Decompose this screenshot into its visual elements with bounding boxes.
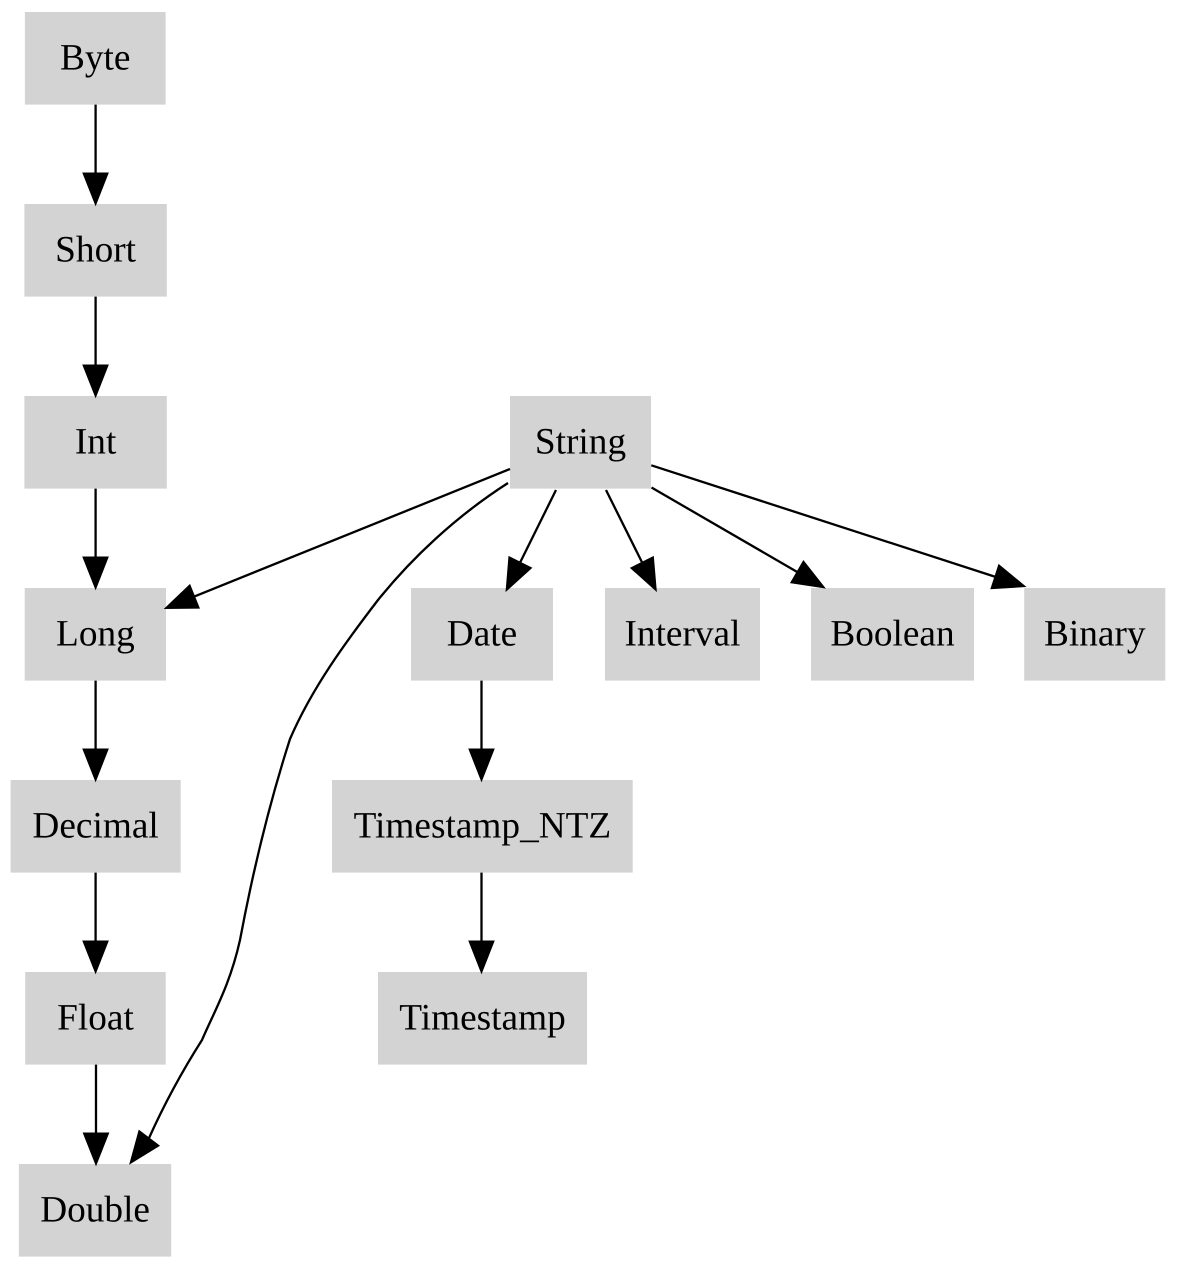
svg-text:Float: Float bbox=[57, 998, 134, 1039]
svg-text:Double: Double bbox=[40, 1190, 150, 1231]
svg-text:Int: Int bbox=[75, 422, 117, 463]
svg-text:Boolean: Boolean bbox=[830, 614, 955, 655]
svg-text:Timestamp: Timestamp bbox=[399, 998, 566, 1039]
svg-text:Short: Short bbox=[55, 230, 136, 271]
svg-text:Timestamp_NTZ: Timestamp_NTZ bbox=[354, 806, 612, 847]
svg-text:String: String bbox=[535, 422, 626, 463]
svg-text:Interval: Interval bbox=[625, 614, 741, 655]
svg-text:Binary: Binary bbox=[1044, 614, 1146, 655]
svg-text:Long: Long bbox=[56, 614, 135, 655]
svg-text:Date: Date bbox=[447, 614, 517, 655]
svg-text:Decimal: Decimal bbox=[32, 806, 158, 847]
svg-text:Byte: Byte bbox=[60, 38, 130, 79]
